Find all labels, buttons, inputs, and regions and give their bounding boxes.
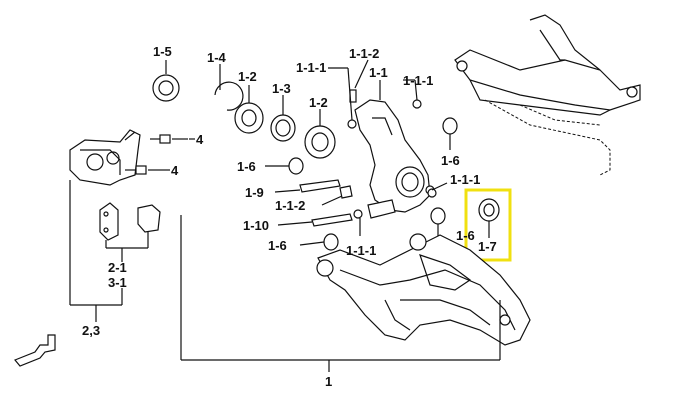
label-1-1-1-lower: 1-1-1 [346, 243, 376, 258]
label-3-1: 3-1 [108, 275, 127, 290]
label-1-6-mid-right: 1-6 [456, 228, 475, 243]
pin-1-9-drawing [299, 179, 341, 193]
label-1-1-1-top: 1-1-1 [296, 60, 326, 75]
label-1-10: 1-10 [243, 218, 269, 233]
brake-caliper-drawing [69, 129, 141, 186]
highlight-box-1-7 [464, 188, 512, 262]
label-1-1-2-mid: 1-1-2 [275, 198, 305, 213]
swing-arm-drawing [316, 233, 531, 346]
label-1-4: 1-4 [207, 50, 227, 65]
callout-labels: 1-5 1-4 1-2 1-3 1-2 1-1-1 1-1-2 1-1 1-1-… [82, 44, 497, 389]
label-1-5: 1-5 [153, 44, 172, 59]
label-1-2-a: 1-2 [238, 69, 257, 84]
knuckle-1-1-drawing [347, 89, 435, 213]
label-1-6-left: 1-6 [237, 159, 256, 174]
washer-1-6-left-drawing [288, 157, 304, 175]
label-1-3: 1-3 [272, 81, 291, 96]
bushing-1-1-2-drawing [339, 185, 363, 219]
label-1-bottom: 1 [325, 374, 332, 389]
bushing-1-1-1-drawing [367, 188, 437, 219]
label-1-6-lower: 1-6 [268, 238, 287, 253]
pin-1-10-drawing [311, 213, 353, 227]
washer-1-6-mid-right-drawing [430, 207, 446, 225]
leader-lines [69, 59, 501, 372]
clip-drawing [14, 334, 56, 367]
rear-frame-drawing [454, 14, 641, 176]
snap-ring-1-4-drawing [214, 81, 244, 111]
label-1-1-2-top: 1-1-2 [349, 46, 379, 61]
label-2-3: 2,3 [82, 323, 100, 338]
bolt-4-mid-drawing [125, 165, 164, 175]
spacer-1-3-drawing [270, 114, 296, 142]
label-1-1-1-mid-right: 1-1-1 [450, 172, 480, 187]
label-1-9: 1-9 [245, 185, 264, 200]
washer-1-6-right-drawing [442, 117, 458, 135]
label-1-1: 1-1 [369, 65, 388, 80]
seal-1-5-drawing [152, 74, 180, 102]
label-1-6-right: 1-6 [441, 153, 460, 168]
label-2-1: 2-1 [108, 260, 127, 275]
label-1-1-1-right: 1-1-1 [403, 73, 433, 88]
washer-1-6-lower-drawing [323, 233, 339, 251]
bearing-1-2-a-drawing [234, 102, 264, 134]
label-4-top: 4 [196, 132, 204, 147]
bearing-1-2-b-drawing [304, 125, 336, 159]
label-4-mid: 4 [171, 163, 179, 178]
seal-1-7-drawing [478, 198, 500, 222]
label-1-2-b: 1-2 [309, 95, 328, 110]
label-1-7: 1-7 [478, 239, 497, 254]
bolt-4-top-drawing [150, 134, 188, 144]
brake-pads-drawing [99, 202, 161, 241]
